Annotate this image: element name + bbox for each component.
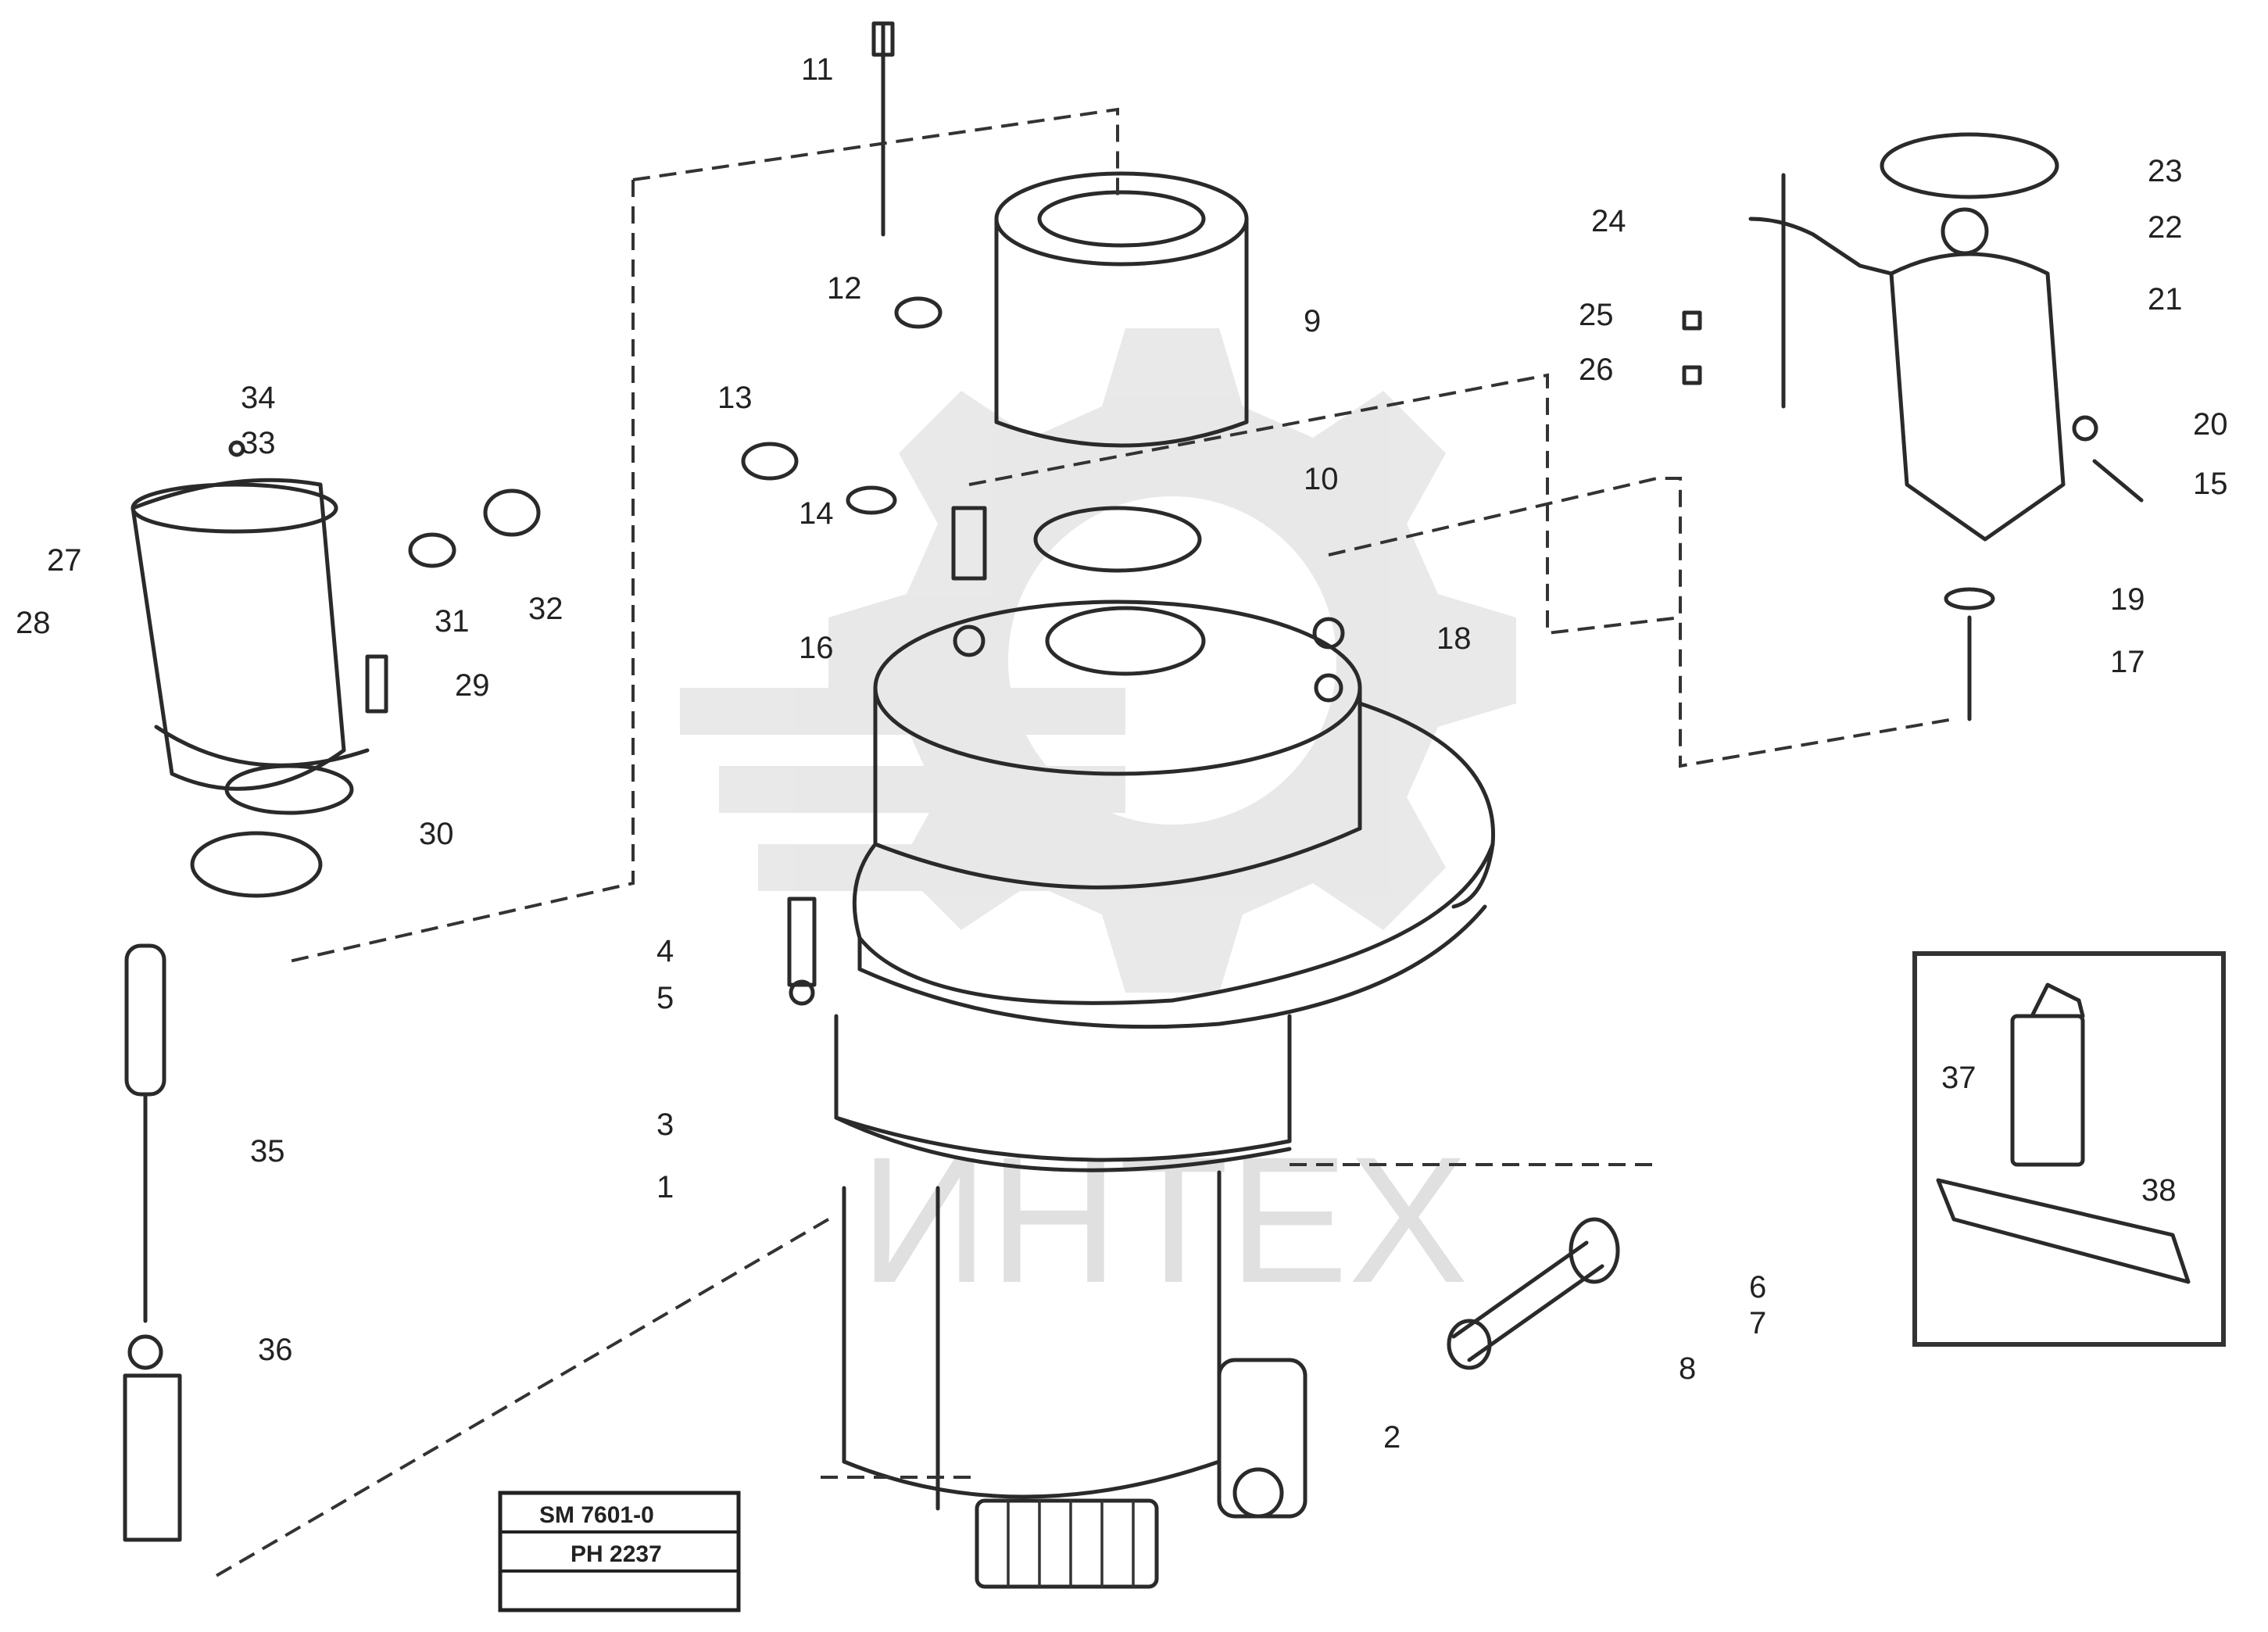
callout-9: 9 [1304, 304, 1321, 338]
callout-1: 1 [656, 1170, 674, 1204]
callout-29: 29 [455, 668, 490, 703]
inset-box [1912, 951, 2226, 1347]
reference-box-line2: PH 2237 [571, 1541, 662, 1567]
callout-35: 35 [250, 1134, 285, 1169]
callout-34: 34 [241, 381, 276, 415]
callout-33: 33 [241, 426, 276, 460]
watermark-text: ИНТЕХ [860, 1119, 1468, 1320]
callout-5: 5 [656, 981, 674, 1015]
callout-23: 23 [2148, 154, 2183, 188]
callout-14: 14 [799, 496, 834, 531]
callout-19: 19 [2110, 582, 2145, 617]
callout-30: 30 [419, 817, 454, 851]
callout-25: 25 [1579, 298, 1614, 332]
dipstick [123, 943, 182, 1542]
callout-37: 37 [1941, 1061, 1976, 1095]
reference-box: SM 7601-0 PH 2237 [498, 1491, 741, 1612]
reference-box-line1: SM 7601-0 [539, 1502, 654, 1528]
callout-32: 32 [528, 592, 563, 626]
callout-2: 2 [1383, 1420, 1401, 1455]
callout-4: 4 [656, 934, 674, 968]
callout-8: 8 [1679, 1351, 1696, 1386]
callout-10: 10 [1304, 462, 1339, 496]
callout-36: 36 [258, 1333, 293, 1367]
callout-22: 22 [2148, 210, 2183, 245]
callout-17: 17 [2110, 645, 2145, 679]
callout-31: 31 [435, 604, 470, 639]
callout-26: 26 [1579, 353, 1614, 387]
watermark-gear-icon [680, 328, 1516, 993]
callout-27: 27 [47, 543, 82, 578]
callout-28: 28 [16, 606, 51, 640]
callout-20: 20 [2193, 407, 2228, 442]
reservoir-assembly [1682, 132, 2144, 721]
callout-18: 18 [1436, 621, 1472, 656]
callout-38: 38 [2141, 1173, 2177, 1208]
callout-24: 24 [1591, 204, 1626, 238]
callout-15: 15 [2193, 467, 2228, 501]
callout-11: 11 [801, 52, 834, 87]
main-assembly [834, 171, 1496, 1589]
callout-6: 6 [1749, 1270, 1766, 1305]
fittings [741, 21, 1620, 1370]
callout-21: 21 [2148, 282, 2183, 317]
callout-13: 13 [717, 381, 753, 415]
assembly-lines [209, 107, 1955, 1580]
callout-7: 7 [1749, 1306, 1766, 1340]
watermark: ИНТЕХ [680, 328, 1516, 1320]
filter-assembly [131, 440, 541, 898]
callout-3: 3 [656, 1108, 674, 1142]
callout-12: 12 [827, 271, 862, 306]
callout-16: 16 [799, 631, 834, 665]
